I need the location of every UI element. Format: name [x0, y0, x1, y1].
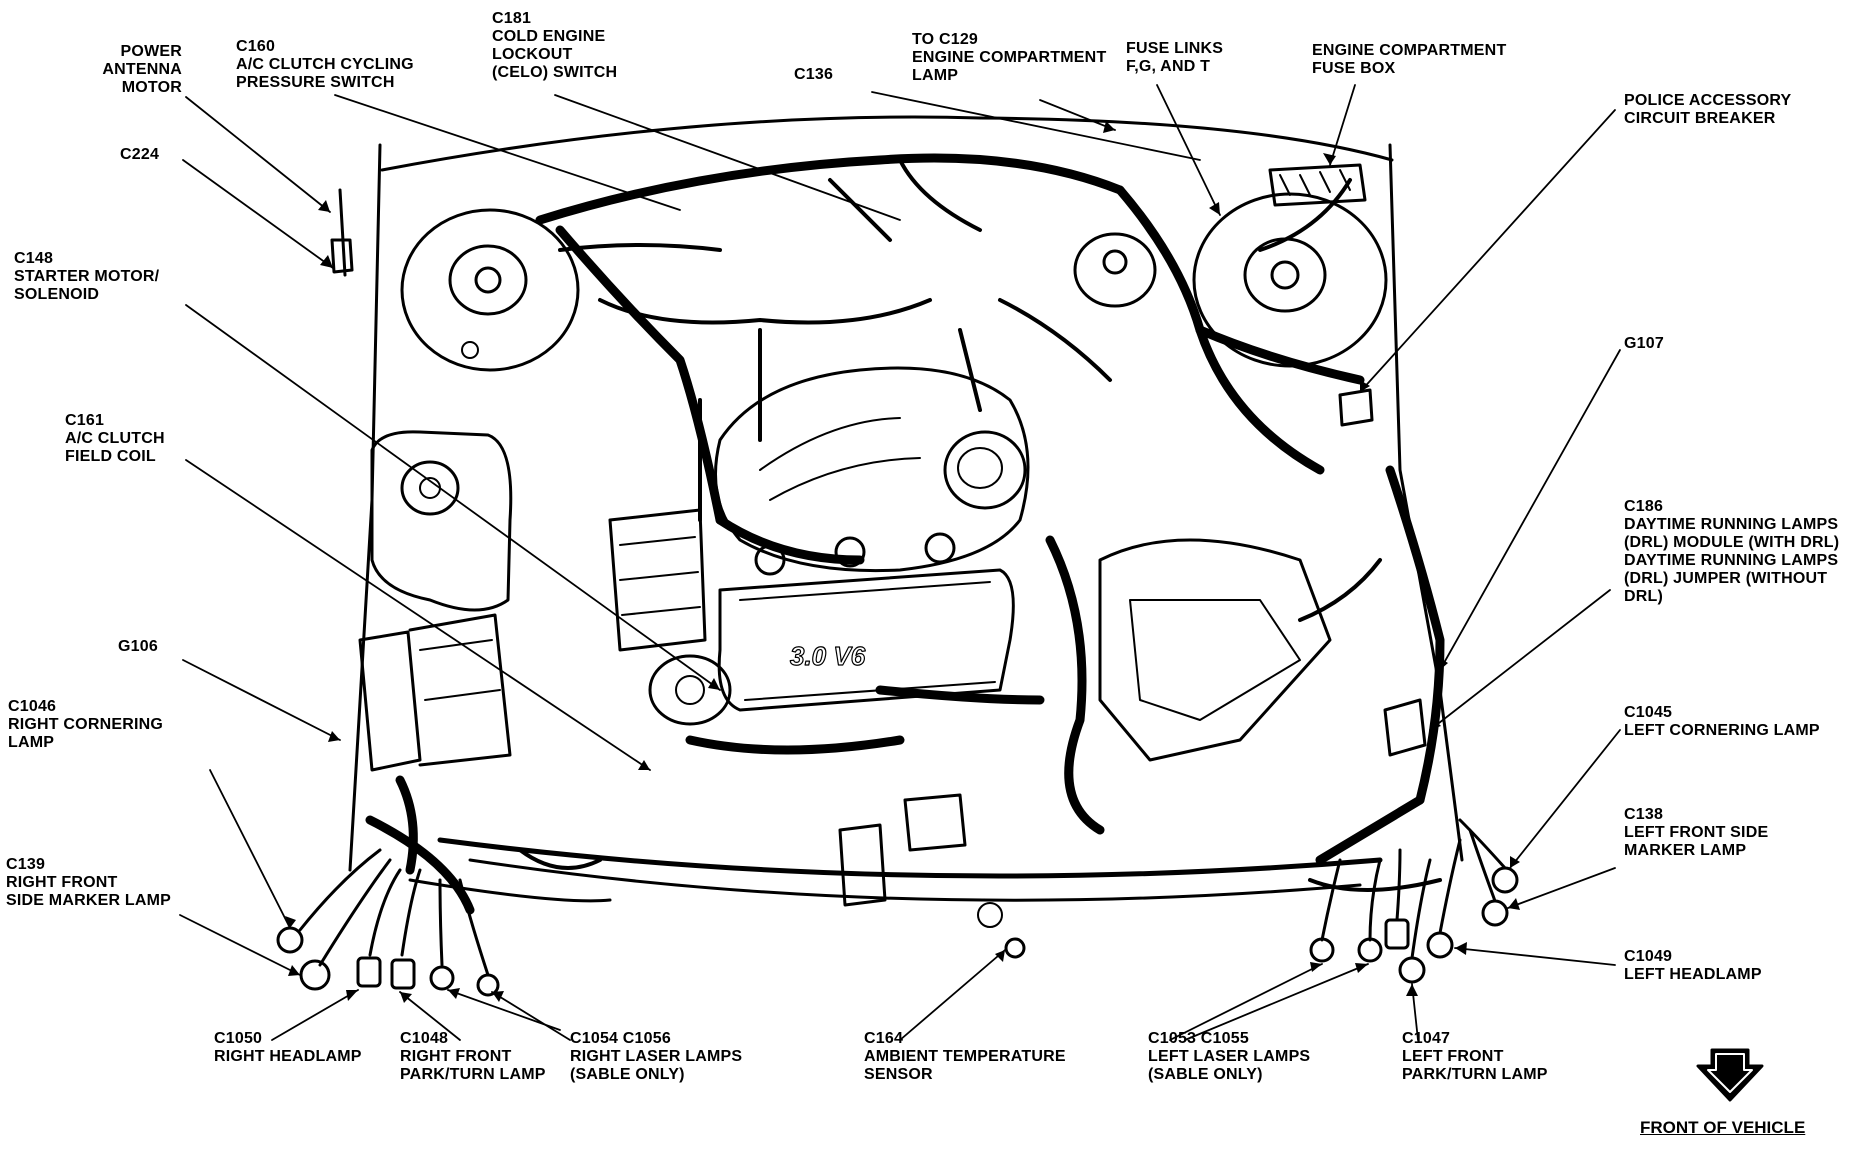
label-c181: C181 COLD ENGINE LOCKOUT (CELO) SWITCH	[492, 10, 618, 81]
ambient-sensor	[903, 793, 1026, 959]
alternator	[608, 508, 707, 652]
horn	[838, 823, 887, 907]
label-c1047: C1047 LEFT FRONT PARK/TURN LAMP	[1402, 1030, 1548, 1083]
fuse-box	[1268, 163, 1367, 207]
label-c1053: C1053 C1055 LEFT LASER LAMPS (SABLE ONLY…	[1148, 1030, 1311, 1083]
leader-lines	[179, 84, 1621, 1041]
label-c161: C161 A/C CLUTCH FIELD COIL	[65, 412, 165, 465]
center-strut-mount	[1073, 232, 1157, 308]
label-c1054: C1054 C1056 RIGHT LASER LAMPS (SABLE ONL…	[570, 1030, 743, 1083]
wiring-thin	[518, 158, 1442, 892]
label-c164: C164 AMBIENT TEMPERATURE SENSOR	[864, 1030, 1066, 1083]
air-cleaner	[1098, 538, 1332, 762]
label-c1049: C1049 LEFT HEADLAMP	[1624, 948, 1762, 983]
label-c136: C136	[794, 66, 834, 83]
label-c224: C224	[120, 146, 160, 163]
label-power-antenna-motor: POWER ANTENNA MOTOR	[102, 43, 182, 96]
left-lamp-connectors	[1309, 818, 1519, 984]
label-c138: C138 LEFT FRONT SIDE MARKER LAMP	[1624, 806, 1769, 859]
right-lamp-connectors	[276, 848, 500, 997]
front-of-vehicle-label: FRONT OF VEHICLE	[1640, 1118, 1806, 1137]
power-antenna	[330, 188, 354, 277]
washer-reservoir	[358, 613, 512, 772]
front-arrow-icon	[1696, 1048, 1764, 1102]
label-g106: G106	[118, 638, 158, 655]
label-police-breaker: POLICE ACCESSORY CIRCUIT BREAKER	[1624, 92, 1792, 127]
wiring-harness	[365, 153, 1445, 915]
label-c139: C139 RIGHT FRONT SIDE MARKER LAMP	[6, 856, 171, 909]
engine-badge: 3.0 V6	[790, 641, 866, 671]
label-fuse-links: FUSE LINKS F,G, AND T	[1126, 40, 1224, 75]
arrow-heads	[285, 121, 1520, 1003]
right-fender-outline	[348, 143, 382, 872]
intake-manifold	[714, 366, 1030, 573]
label-c1050: C1050 RIGHT HEADLAMP	[214, 1030, 362, 1065]
drl-module	[1383, 698, 1427, 757]
label-c1048: C1048 RIGHT FRONT PARK/TURN LAMP	[400, 1030, 546, 1083]
label-c1046: C1046 RIGHT CORNERING LAMP	[8, 698, 163, 751]
label-c1045: C1045 LEFT CORNERING LAMP	[1624, 704, 1820, 739]
radiator-support	[437, 837, 1383, 879]
ac-compressor	[648, 654, 732, 726]
label-g107: G107	[1624, 335, 1664, 352]
label-c148: C148 STARTER MOTOR/ SOLENOID	[14, 250, 160, 303]
label-c129: TO C129 ENGINE COMPARTMENT LAMP	[912, 31, 1107, 84]
police-breaker	[1338, 388, 1374, 427]
valve-cover	[717, 532, 1015, 712]
label-fuse-box: ENGINE COMPARTMENT FUSE BOX	[1312, 42, 1507, 77]
label-c186: C186 DAYTIME RUNNING LAMPS (DRL) MODULE …	[1624, 498, 1840, 605]
label-c160: C160 A/C CLUTCH CYCLING PRESSURE SWITCH	[236, 38, 414, 91]
right-strut-tower	[400, 208, 580, 372]
cowl-outline	[380, 115, 1394, 172]
coolant-reservoir	[370, 430, 513, 612]
